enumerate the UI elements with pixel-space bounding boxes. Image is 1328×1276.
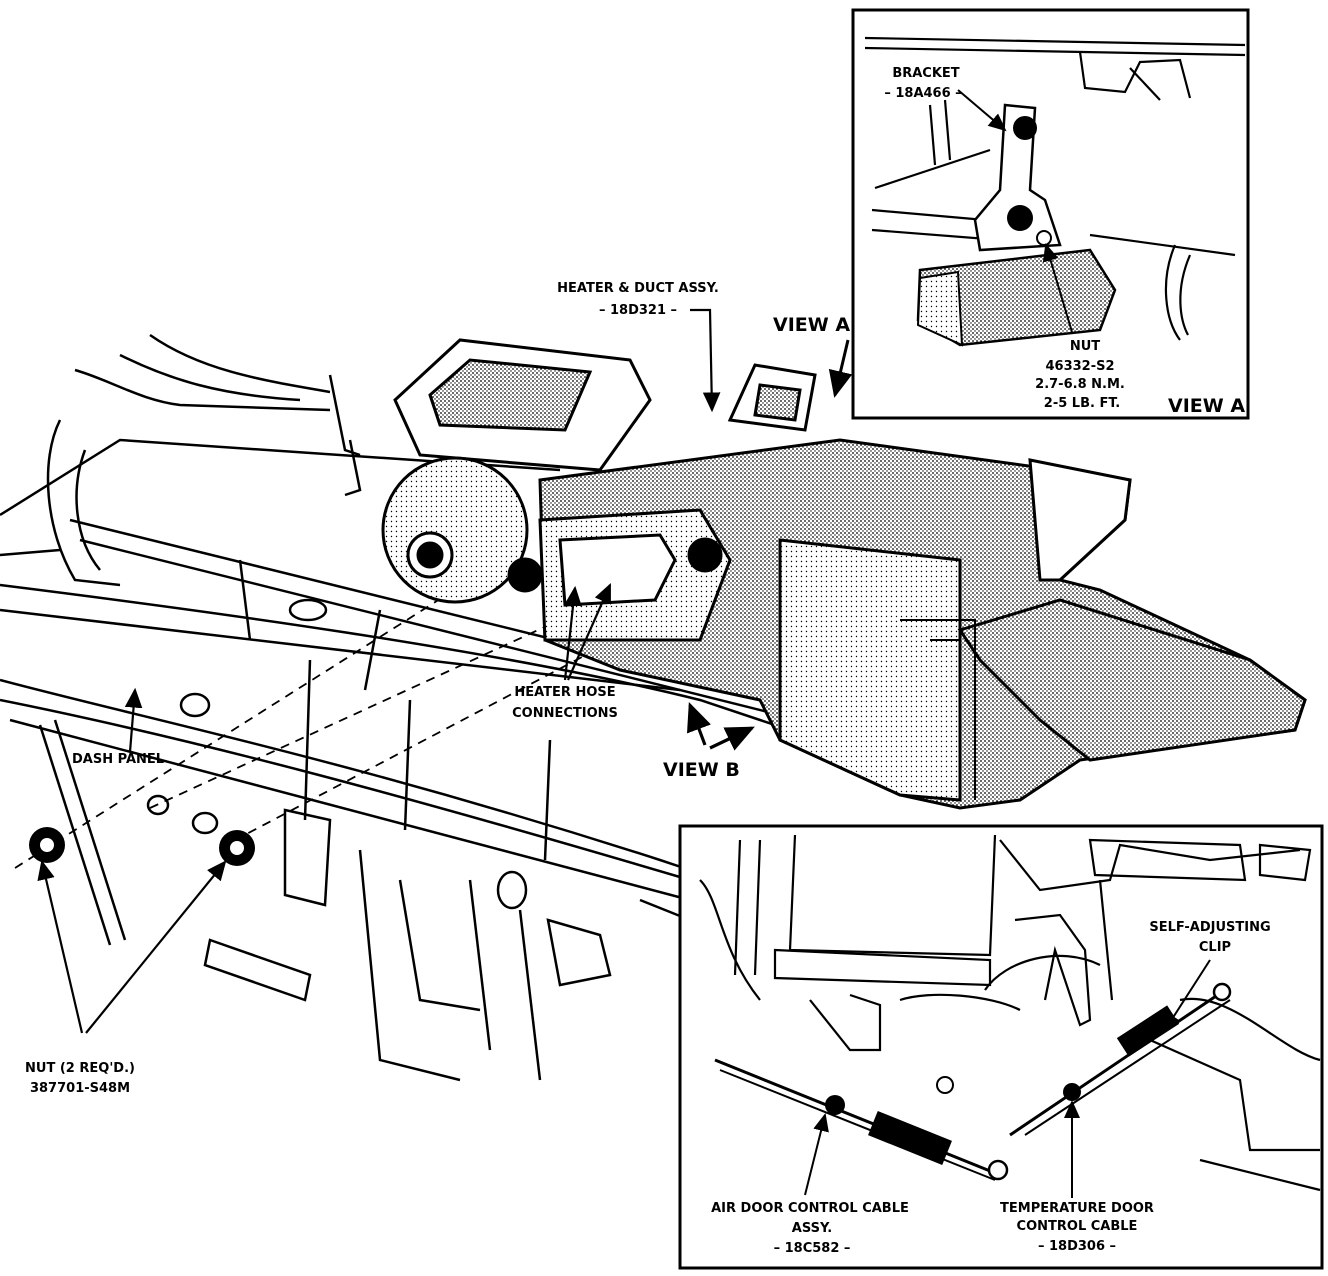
nut-a-torque-nm: 2.7-6.8 N.M.	[1035, 377, 1125, 392]
stud-dash-lines	[14, 579, 691, 869]
air-door-cable-label-line2: ASSY.	[792, 1221, 832, 1236]
bracket-part-number: – 18A466 –	[884, 86, 961, 101]
nut-left	[29, 827, 65, 863]
bracket-label: BRACKET	[892, 66, 959, 81]
main-leader-lines	[37, 308, 853, 1034]
temp-door-cable-label-line2: CONTROL CABLE	[1017, 1219, 1138, 1234]
view-a-pointer-label: VIEW A	[773, 314, 850, 336]
dash-panel-label: DASH PANEL	[72, 752, 164, 767]
nut-a-torque-lbft: 2-5 LB. FT.	[1044, 396, 1120, 411]
hose-label-line1: HEATER HOSE	[514, 685, 615, 700]
nut-a-part-number: 46332-S2	[1045, 359, 1114, 374]
self-adjusting-clip-label: SELF-ADJUSTING	[1149, 920, 1270, 935]
view-a-caption: VIEW A	[1168, 395, 1245, 417]
view-b-inset: SELF-ADJUSTING CLIP AIR DOOR CONTROL CAB…	[678, 824, 1324, 1270]
nut-label-line1: NUT (2 REQ'D.)	[25, 1061, 135, 1076]
temp-door-cable-label: TEMPERATURE DOOR	[1000, 1201, 1154, 1216]
heater-duct-assembly	[381, 338, 1307, 810]
dash-structure	[0, 333, 881, 1082]
nut-a-label: NUT	[1070, 339, 1100, 354]
nut-label-line2: 387701-S48M	[30, 1081, 130, 1096]
heater-duct-part-number: – 18D321 –	[599, 303, 677, 318]
temp-door-cable-part-number: – 18D306 –	[1038, 1239, 1116, 1254]
self-adjusting-clip-label-line2: CLIP	[1199, 940, 1231, 955]
view-a-inset: BRACKET – 18A466 – NUT 46332-S2 2.7-6.8 …	[851, 8, 1250, 420]
nut-right	[219, 830, 255, 866]
air-door-cable-label: AIR DOOR CONTROL CABLE	[711, 1201, 909, 1216]
view-b-pointer-label: VIEW B	[663, 759, 740, 781]
heater-duct-label: HEATER & DUCT ASSY.	[557, 281, 719, 296]
hose-label-line2: CONNECTIONS	[512, 706, 618, 721]
air-door-cable-part-number: – 18C582 –	[774, 1241, 851, 1256]
